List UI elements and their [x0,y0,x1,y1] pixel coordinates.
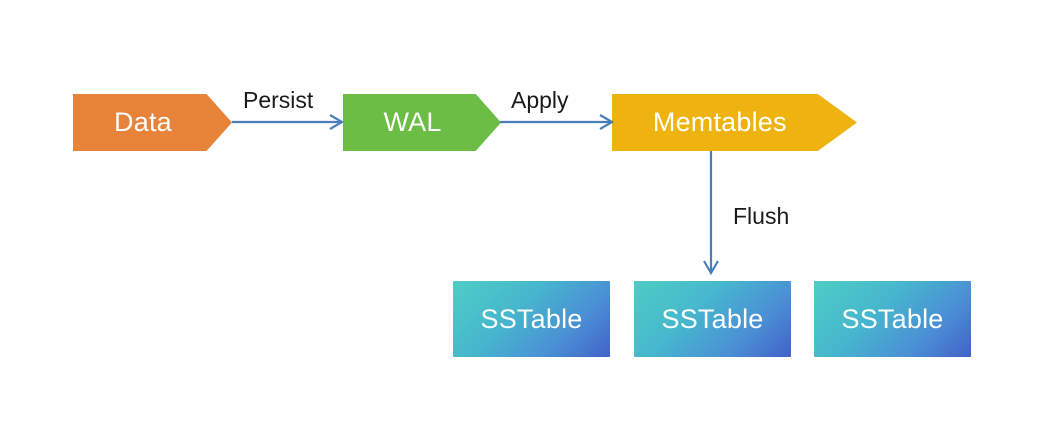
edge-label-persist: Persist [243,87,314,113]
edge-label-apply: Apply [511,87,569,113]
edge-label-flush: Flush [733,203,790,229]
edge-apply-connector [500,114,615,130]
node-memtables-label: Memtables [652,107,787,137]
node-data[interactable]: Data [73,94,232,151]
edge-flush-arrowhead [703,260,719,276]
node-sstable-2[interactable]: SSTable [634,281,791,357]
node-sstable-1-label: SSTable [480,303,583,334]
node-memtables[interactable]: Memtables [612,94,857,151]
node-sstable-1[interactable]: SSTable [453,281,610,357]
edge-persist-arrowhead [329,114,345,130]
edge-flush-connector [703,151,719,276]
node-sstable-2-label: SSTable [661,303,764,334]
node-data-label: Data [114,107,172,137]
edge-apply-arrowhead [599,114,615,130]
node-sstable-3-label: SSTable [841,303,944,334]
node-wal[interactable]: WAL [343,94,501,151]
edge-persist-connector [232,114,345,130]
node-wal-label: WAL [383,107,442,137]
node-sstable-3[interactable]: SSTable [814,281,971,357]
